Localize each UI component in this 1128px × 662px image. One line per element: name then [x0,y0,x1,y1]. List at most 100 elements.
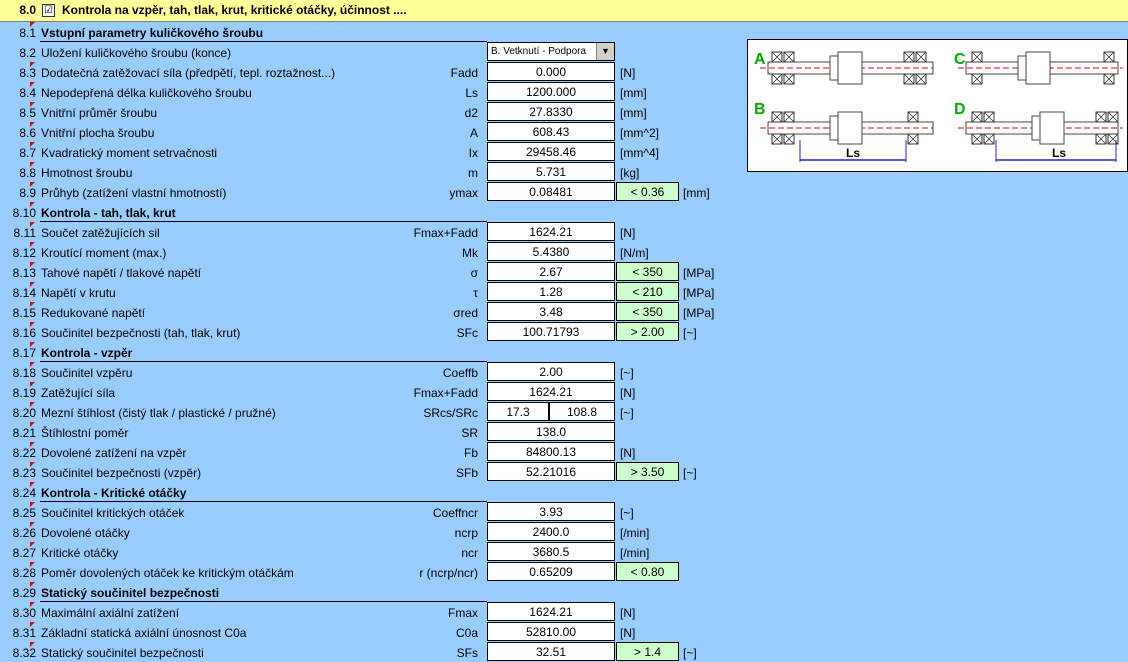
row-symbol: m [468,166,478,180]
value-cell[interactable]: 1624.21 [487,382,615,401]
comment-marker[interactable] [30,22,35,27]
row-label: Součinitel kritických otáček [41,506,185,520]
config-c-diagram: C [954,51,1123,85]
value-cell[interactable]: 1624.21 [487,602,615,621]
comment-marker[interactable] [30,362,35,367]
row-label: Kroutící moment (max.) [41,246,167,260]
comment-marker[interactable] [30,322,35,327]
value-cell[interactable]: 3680.5 [487,542,615,561]
comment-marker[interactable] [30,642,35,647]
chevron-down-icon[interactable]: ▼ [596,43,614,60]
value-cell[interactable]: 29458.46 [487,142,615,161]
value-cell[interactable]: 138.0 [487,422,615,441]
comment-marker[interactable] [30,402,35,407]
comment-marker[interactable] [30,382,35,387]
group-heading: Kontrola - Kritické otáčky [41,486,187,500]
row-label: Dovolené zatížení na vzpěr [41,446,187,460]
value-cell[interactable]: 0.65209 [487,562,615,581]
comment-marker[interactable] [30,302,35,307]
row-number: 8.6 [19,126,36,140]
value-cell[interactable]: 2.00 [487,362,615,381]
comment-marker[interactable] [30,562,35,567]
value-cell[interactable]: 0.08481 [487,182,615,201]
row-symbol: Fmax [448,606,478,620]
value-cell[interactable]: 84800.13 [487,442,615,461]
row-symbol: d2 [464,106,478,120]
value-cell[interactable]: 108.8 [549,402,615,421]
value-cell[interactable]: 52.21016 [487,462,615,481]
comment-marker[interactable] [30,142,35,147]
value-cell[interactable]: 1624.21 [487,222,615,241]
value-cell[interactable]: 52810.00 [487,622,615,641]
value-cell[interactable]: 17.3 [487,402,549,421]
comment-marker[interactable] [30,202,35,207]
value-cell[interactable]: 32.51 [487,642,615,661]
comment-marker[interactable] [30,422,35,427]
value-cell[interactable]: 3.93 [487,502,615,521]
comment-marker[interactable] [30,162,35,167]
row-label: Štíhlostní poměr [41,426,129,440]
row-label: Nepodepřená délka kuličkového šroubu [41,86,252,100]
comment-marker[interactable] [30,522,35,527]
row-label: Statický součinitel bezpečnosti [41,646,204,660]
unit-label: [N] [620,66,636,80]
config-d-diagram: D Ls [954,101,1123,162]
row-label: Hmotnost šroubu [41,166,133,180]
comment-marker[interactable] [30,62,35,67]
value-cell[interactable]: 5.731 [487,162,615,181]
value-cell[interactable]: 2400.0 [487,522,615,541]
config-b-diagram: B Ls [754,101,934,162]
row-label: Zatěžující síla [41,386,116,400]
section-checkbox[interactable]: ☑ [42,4,55,17]
value-cell[interactable]: 100.71793 [487,322,615,341]
support-type-select[interactable]: B. Vetknutí - Podpora▼ [487,42,615,61]
comment-marker[interactable] [30,262,35,267]
comment-marker[interactable] [30,602,35,607]
row-label: Napětí v krutu [41,286,116,300]
unit-label: [N/m] [620,246,649,260]
value-cell[interactable]: 0.000 [487,62,615,81]
value-cell[interactable]: 3.48 [487,302,615,321]
comment-marker[interactable] [30,182,35,187]
comment-marker[interactable] [30,82,35,87]
comment-marker[interactable] [30,502,35,507]
row-label: Součet zatěžujících sil [41,226,160,240]
comment-marker[interactable] [30,102,35,107]
unit-label: [mm] [620,86,647,100]
comment-marker[interactable] [30,242,35,247]
comment-marker[interactable] [30,482,35,487]
value-cell[interactable]: 27.8330 [487,102,615,121]
row-number: 8.24 [12,486,36,500]
comment-marker[interactable] [30,342,35,347]
comment-marker[interactable] [30,542,35,547]
row-symbol: A [469,126,478,140]
comment-marker[interactable] [30,222,35,227]
comment-marker[interactable] [30,462,35,467]
comment-marker[interactable] [30,122,35,127]
config-b-label: B [754,101,766,118]
row-number: 8.29 [12,586,36,600]
row-symbol: τ [473,286,478,300]
value-cell[interactable]: 2.67 [487,262,615,281]
value-cell[interactable]: 5.4380 [487,242,615,261]
comment-marker[interactable] [30,282,35,287]
value-cell[interactable]: 1200.000 [487,82,615,101]
value-cell[interactable]: 608.43 [487,122,615,141]
value-cell[interactable]: 1.28 [487,282,615,301]
comment-marker[interactable] [30,622,35,627]
comment-marker[interactable] [30,442,35,447]
comment-marker[interactable] [30,582,35,587]
heading-underline [40,501,487,502]
limit-cell: < 0.36 [616,182,679,201]
unit-label: [N] [620,386,636,400]
row-number: 8.7 [19,146,36,160]
